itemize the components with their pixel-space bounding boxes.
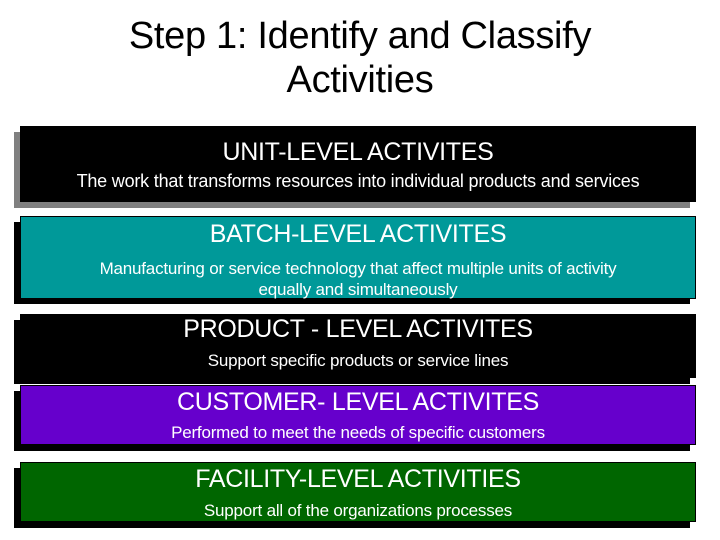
facility-level-box: FACILITY-LEVEL ACTIVITIES Support all of… [20, 462, 696, 522]
batch-level-description-line2: equally and simultaneously [258, 280, 458, 299]
facility-level-heading: FACILITY-LEVEL ACTIVITIES [195, 465, 521, 493]
product-level-heading: PRODUCT - LEVEL ACTIVITES [183, 315, 533, 343]
batch-level-description-line1: Manufacturing or service technology that… [99, 259, 617, 278]
slide-title: Step 1: Identify and Classify Activities [0, 14, 720, 102]
customer-level-box: CUSTOMER- LEVEL ACTIVITES Performed to m… [20, 385, 696, 445]
title-line-1: Step 1: Identify and Classify [128, 15, 592, 57]
batch-level-box: BATCH-LEVEL ACTIVITES Manufacturing or s… [20, 216, 696, 299]
customer-level-description: Performed to meet the needs of specific … [171, 423, 545, 442]
unit-level-heading: UNIT-LEVEL ACTIVITES [222, 138, 494, 166]
title-line-2: Activities [286, 59, 434, 101]
unit-level-description: The work that transforms resources into … [76, 171, 640, 191]
product-level-description: Support specific products or service lin… [207, 351, 509, 370]
unit-level-box: UNIT-LEVEL ACTIVITES The work that trans… [20, 126, 696, 202]
product-level-box: PRODUCT - LEVEL ACTIVITES Support specif… [20, 314, 696, 378]
batch-level-heading: BATCH-LEVEL ACTIVITES [209, 220, 507, 248]
customer-level-heading: CUSTOMER- LEVEL ACTIVITES [176, 388, 540, 416]
facility-level-description: Support all of the organizations process… [203, 501, 513, 520]
